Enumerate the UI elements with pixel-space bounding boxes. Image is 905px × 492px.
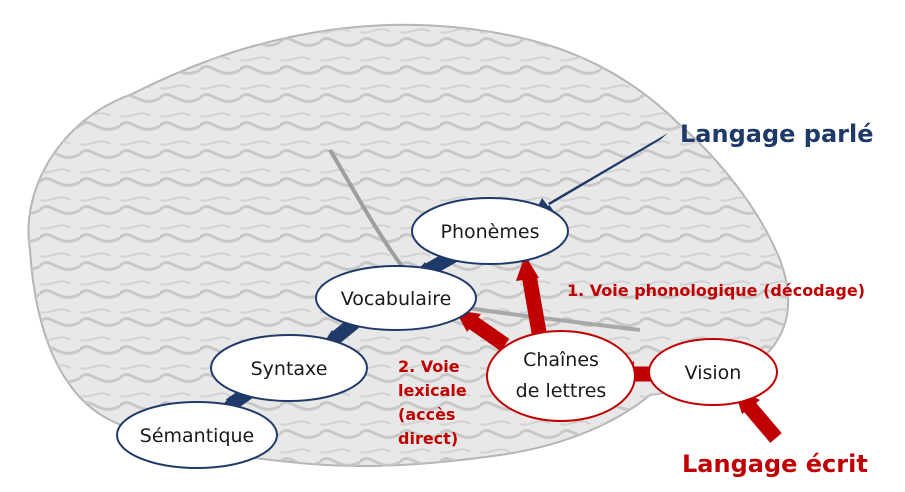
lexical-route-line3: (accès (398, 405, 455, 424)
spoken-to-phonemes-arrow (530, 133, 668, 222)
node-semantique: Sémantique (116, 401, 278, 469)
written-language-title: Langage écrit (682, 450, 868, 478)
chaines-to-phonemes-arrow (516, 255, 548, 340)
lexical-route-line4: direct) (398, 429, 458, 448)
lexical-route-line2: lexicale (398, 381, 467, 400)
node-chaines-de-lettres: Chaînes de lettres (486, 330, 636, 422)
node-vision-label: Vision (685, 362, 742, 384)
lexical-route-label: 2. Voie lexicale (accès direct) (398, 357, 467, 448)
node-vocabulaire-label: Vocabulaire (341, 288, 452, 310)
node-syntaxe: Syntaxe (210, 334, 368, 402)
phonological-route-label: 1. Voie phonologique (décodage) (567, 281, 865, 300)
node-vision: Vision (648, 338, 778, 406)
node-phonemes-label: Phonèmes (441, 221, 540, 243)
node-chaines-label-line1: Chaînes (523, 349, 599, 371)
node-semantique-label: Sémantique (140, 425, 254, 447)
node-phonemes: Phonèmes (411, 197, 569, 265)
spoken-language-title: Langage parlé (680, 120, 873, 148)
node-chaines-label-line2: de lettres (516, 380, 607, 402)
node-vocabulaire: Vocabulaire (315, 265, 477, 331)
lexical-route-line1: 2. Voie (398, 357, 460, 376)
node-syntaxe-label: Syntaxe (251, 358, 328, 380)
